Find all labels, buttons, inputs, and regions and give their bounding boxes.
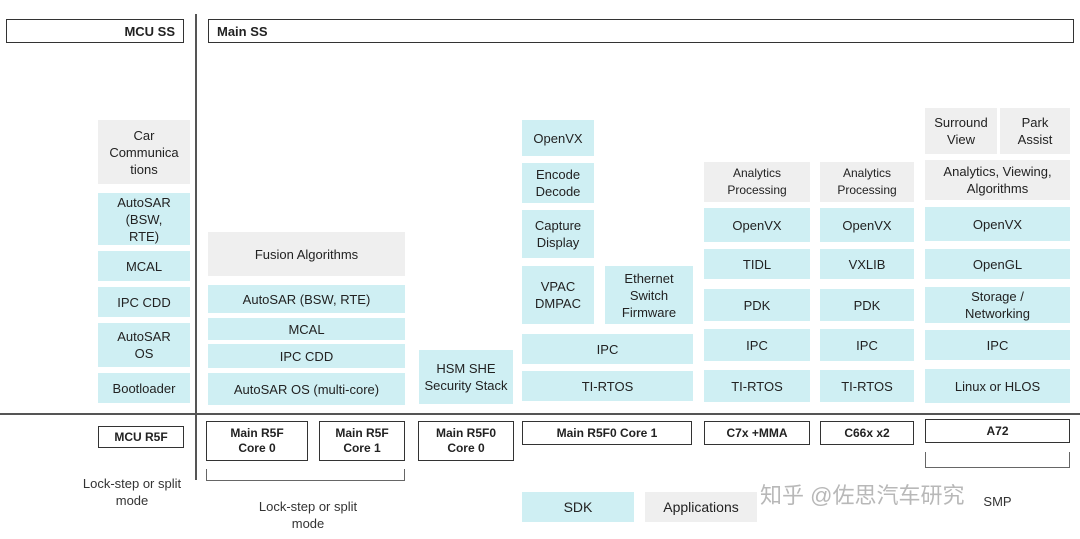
r5f0c1-encode-decode: Encode Decode xyxy=(522,163,594,203)
mcu-autosar-bsw-rte: AutoSAR (BSW, RTE) xyxy=(98,193,190,245)
core-c7x-mma: C7x +MMA xyxy=(704,421,810,445)
core-a72: A72 xyxy=(925,419,1070,443)
c7x-analytics-processing: Analytics Processing xyxy=(704,162,810,202)
main-ss-header: Main SS xyxy=(208,19,1074,43)
legend-applications: Applications xyxy=(645,492,757,522)
r5f0c1-ethernet-switch-firmware: Ethernet Switch Firmware xyxy=(605,266,693,324)
smp-bracket xyxy=(925,452,1070,468)
mcu-lockstep-note: Lock-step or split mode xyxy=(82,476,182,508)
r5f-fusion-algorithms: Fusion Algorithms xyxy=(208,232,405,276)
c66-analytics-processing: Analytics Processing xyxy=(820,162,914,202)
r5f0c1-capture-display: Capture Display xyxy=(522,210,594,258)
a72-opengl: OpenGL xyxy=(925,249,1070,279)
c7x-tidl: TIDL xyxy=(704,249,810,279)
a72-ipc: IPC xyxy=(925,330,1070,360)
mcu-mcal: MCAL xyxy=(98,251,190,281)
mcu-ipc-cdd: IPC CDD xyxy=(98,287,190,317)
c7x-ipc: IPC xyxy=(704,329,810,361)
c66-pdk: PDK xyxy=(820,289,914,321)
core-c66x: C66x x2 xyxy=(820,421,914,445)
r5f-autosar-os-multicore: AutoSAR OS (multi-core) xyxy=(208,373,405,405)
c66-ipc: IPC xyxy=(820,329,914,361)
a72-storage-networking: Storage / Networking xyxy=(925,287,1070,323)
a72-park-assist: Park Assist xyxy=(1000,108,1070,154)
c7x-openvx: OpenVX xyxy=(704,208,810,242)
core-mcu-r5f: MCU R5F xyxy=(98,426,184,448)
core-main-r5f0-core1: Main R5F0 Core 1 xyxy=(522,421,692,445)
smp-label: SMP xyxy=(983,494,1012,509)
r5f0c1-ipc: IPC xyxy=(522,334,693,364)
subsystem-divider xyxy=(195,14,197,480)
main-ss-title: Main SS xyxy=(217,23,268,39)
lockstep-bracket xyxy=(206,469,405,481)
legend-sdk: SDK xyxy=(522,492,634,522)
r5f0c1-tirtos: TI-RTOS xyxy=(522,371,693,401)
a72-analytics-viewing-algorithms: Analytics, Viewing, Algorithms xyxy=(925,160,1070,200)
hardware-baseline xyxy=(0,413,1080,415)
c7x-tirtos: TI-RTOS xyxy=(704,370,810,402)
main-lockstep-note: Lock-step or split mode xyxy=(258,499,358,531)
c7x-pdk: PDK xyxy=(704,289,810,321)
a72-openvx: OpenVX xyxy=(925,207,1070,241)
mcu-autosar-os: AutoSAR OS xyxy=(98,323,190,367)
r5f-mcal: MCAL xyxy=(208,318,405,340)
mcu-ss-title: MCU SS xyxy=(124,23,175,39)
c66-tirtos: TI-RTOS xyxy=(820,370,914,402)
r5f-autosar-bsw-rte: AutoSAR (BSW, RTE) xyxy=(208,285,405,313)
watermark-text: 知乎 @佐思汽车研究 xyxy=(760,483,965,508)
core-main-r5f0-core0: Main R5F0 Core 0 xyxy=(418,421,514,461)
r5f0c1-openvx: OpenVX xyxy=(522,120,594,156)
hsm-she-security-stack: HSM SHE Security Stack xyxy=(419,350,513,404)
a72-surround-view: Surround View xyxy=(925,108,997,154)
mcu-car-communications: Car Communica tions xyxy=(98,120,190,184)
r5f0c1-vpac-dmpac: VPAC DMPAC xyxy=(522,266,594,324)
core-main-r5f-core0: Main R5F Core 0 xyxy=(206,421,308,461)
r5f-ipc-cdd: IPC CDD xyxy=(208,344,405,368)
core-main-r5f-core1: Main R5F Core 1 xyxy=(319,421,405,461)
mcu-bootloader: Bootloader xyxy=(98,373,190,403)
c66-openvx: OpenVX xyxy=(820,208,914,242)
a72-linux-or-hlos: Linux or HLOS xyxy=(925,369,1070,403)
c66-vxlib: VXLIB xyxy=(820,249,914,279)
mcu-ss-header: MCU SS xyxy=(6,19,184,43)
